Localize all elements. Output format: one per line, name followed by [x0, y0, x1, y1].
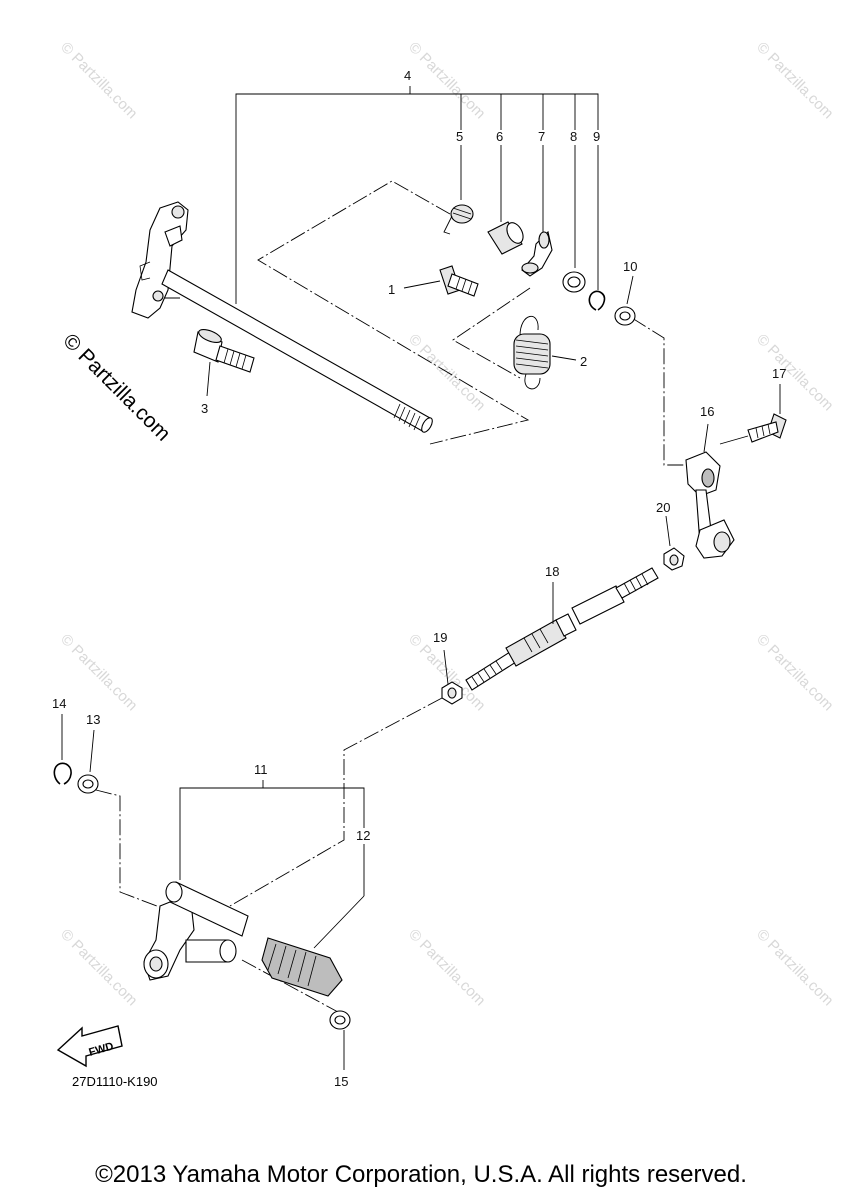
- callout-10: 10: [623, 259, 637, 274]
- callout-9: 9: [593, 129, 600, 144]
- callout-17: 17: [772, 366, 786, 381]
- callout-1: 1: [388, 282, 395, 297]
- side-watermark: © Partzilla.com: [58, 329, 174, 445]
- watermark: © Partzilla.com: [57, 926, 140, 1009]
- callout-6: 6: [496, 129, 503, 144]
- callout-20: 20: [656, 500, 670, 515]
- callout-18: 18: [545, 564, 559, 579]
- callout-5: 5: [456, 129, 463, 144]
- callout-14: 14: [52, 696, 66, 711]
- callout-8: 8: [570, 129, 577, 144]
- pedal-rubber-12: [261, 937, 343, 997]
- callout-3: 3: [201, 401, 208, 416]
- bolt-17: [719, 384, 787, 445]
- copyright-footer: ©2013 Yamaha Motor Corporation, U.S.A. A…: [95, 1161, 747, 1188]
- collar-6: [487, 221, 524, 255]
- callout-2: 2: [580, 354, 587, 369]
- bracket-4: [235, 86, 599, 304]
- watermark: © Partzilla.com: [753, 39, 836, 122]
- bracket-11: [179, 780, 365, 949]
- callout-11: 11: [254, 762, 268, 777]
- callout-13: 13: [86, 712, 100, 727]
- callout-12: 12: [356, 828, 370, 843]
- watermark: © Partzilla.com: [753, 926, 836, 1009]
- watermark: © Partzilla.com: [753, 631, 836, 714]
- callout-labels: 1 2 3 4 5 6 7 8 9 10 11 12 13 14 15 16 1…: [52, 68, 786, 1089]
- callout-19: 19: [433, 630, 447, 645]
- torsion-spring-5: [443, 204, 474, 235]
- watermark: © Partzilla.com: [57, 39, 140, 122]
- callout-4: 4: [404, 68, 411, 83]
- diagram-code: 27D1110-K190: [72, 1074, 158, 1089]
- shift-shaft-assembly: [131, 201, 433, 433]
- shift-rod-18: [465, 567, 659, 691]
- joint-lever-16: [685, 423, 735, 559]
- washer-15: [329, 1010, 351, 1070]
- washer-10: [614, 275, 636, 326]
- stud-bolt-3: [193, 328, 255, 397]
- watermark: © Partzilla.com: [405, 331, 488, 414]
- roller-7: [521, 230, 553, 277]
- watermark: © Partzilla.com: [405, 926, 488, 1009]
- spring-2: [513, 315, 577, 390]
- watermark: © Partzilla.com: [57, 631, 140, 714]
- circlip-14: [53, 714, 72, 785]
- washer-8: [562, 271, 586, 293]
- circlip-9: [588, 290, 606, 311]
- fwd-arrow-icon: FWD: [56, 1025, 123, 1068]
- bolt-1: [403, 265, 479, 297]
- watermark: © Partzilla.com: [405, 39, 488, 122]
- washer-13: [77, 729, 99, 794]
- callout-16: 16: [700, 404, 714, 419]
- shift-pedal-assembly: [143, 881, 249, 981]
- assembly-guide-lower: [95, 697, 443, 1013]
- callout-15: 15: [334, 1074, 348, 1089]
- nut-20: [663, 515, 685, 571]
- watermark: © Partzilla.com: [753, 331, 836, 414]
- callout-7: 7: [538, 129, 545, 144]
